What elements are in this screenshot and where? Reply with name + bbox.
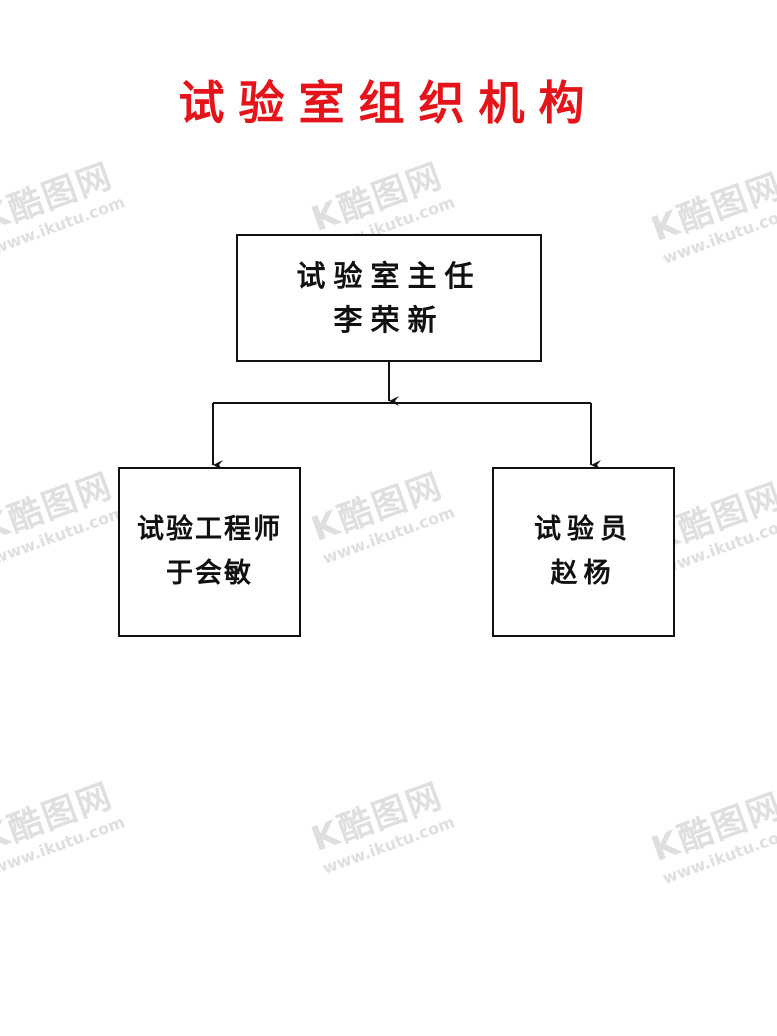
node-role: 试验工程师	[137, 514, 282, 545]
node-test-engineer: 试验工程师 于会敏	[118, 467, 301, 637]
node-lab-director: 试验室主任 李荣新	[236, 234, 542, 362]
node-tester: 试验员 赵杨	[492, 467, 675, 637]
node-role: 试验员	[534, 514, 633, 545]
node-person: 李荣新	[333, 303, 445, 337]
node-role: 试验室主任	[296, 259, 482, 293]
node-person: 赵杨	[550, 558, 617, 589]
node-person: 于会敏	[166, 558, 253, 589]
page-title: 试验室组织机构	[178, 76, 599, 130]
